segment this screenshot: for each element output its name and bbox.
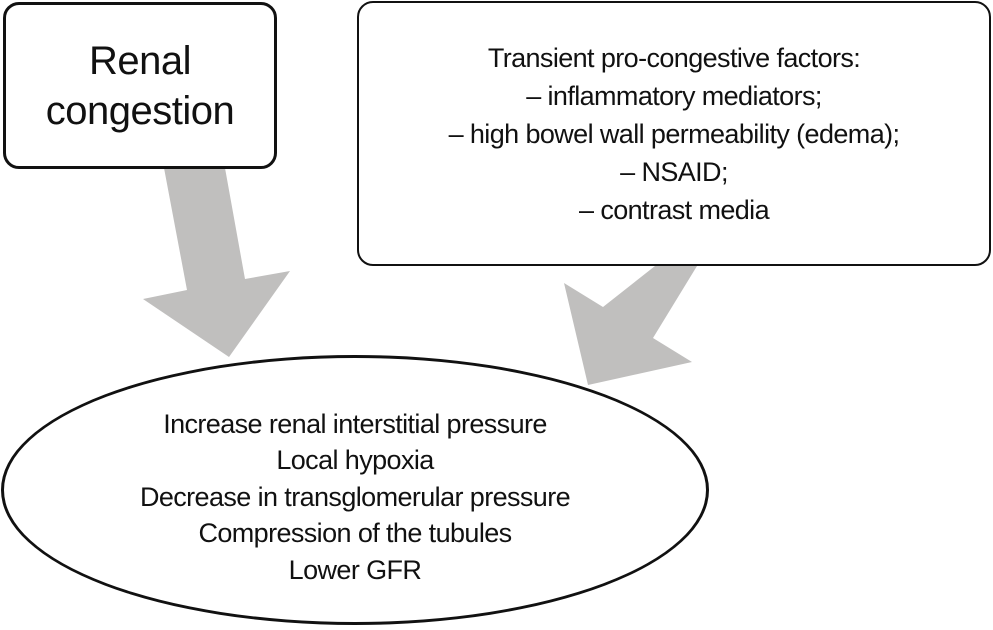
transient-factors-box: Transient pro-congestive factors: – infl… bbox=[357, 1, 991, 266]
effect-item: Local hypoxia bbox=[276, 445, 434, 476]
factor-item: – inflammatory mediators; bbox=[526, 80, 822, 111]
effect-item: Compression of the tubules bbox=[198, 518, 512, 549]
factor-item: – NSAID; bbox=[620, 156, 728, 187]
factor-item: – high bowel wall permeability (edema); bbox=[448, 118, 900, 149]
renal-congestion-box: Renal congestion bbox=[3, 2, 277, 169]
effect-item: Decrease in transglomerular pressure bbox=[139, 481, 571, 512]
renal-congestion-line: congestion bbox=[45, 88, 235, 133]
arrow-renal-congestion-to-effects bbox=[143, 168, 290, 357]
factor-item: – contrast media bbox=[579, 194, 770, 225]
factors-heading: Transient pro-congestive factors: bbox=[487, 42, 861, 73]
renal-effects-ellipse: Increase renal interstitial pressure Loc… bbox=[1, 355, 709, 625]
effect-item: Lower GFR bbox=[288, 554, 422, 585]
arrow-factors-to-effects bbox=[564, 266, 697, 385]
renal-congestion-line: Renal bbox=[88, 38, 192, 83]
effect-item: Increase renal interstitial pressure bbox=[163, 408, 547, 439]
